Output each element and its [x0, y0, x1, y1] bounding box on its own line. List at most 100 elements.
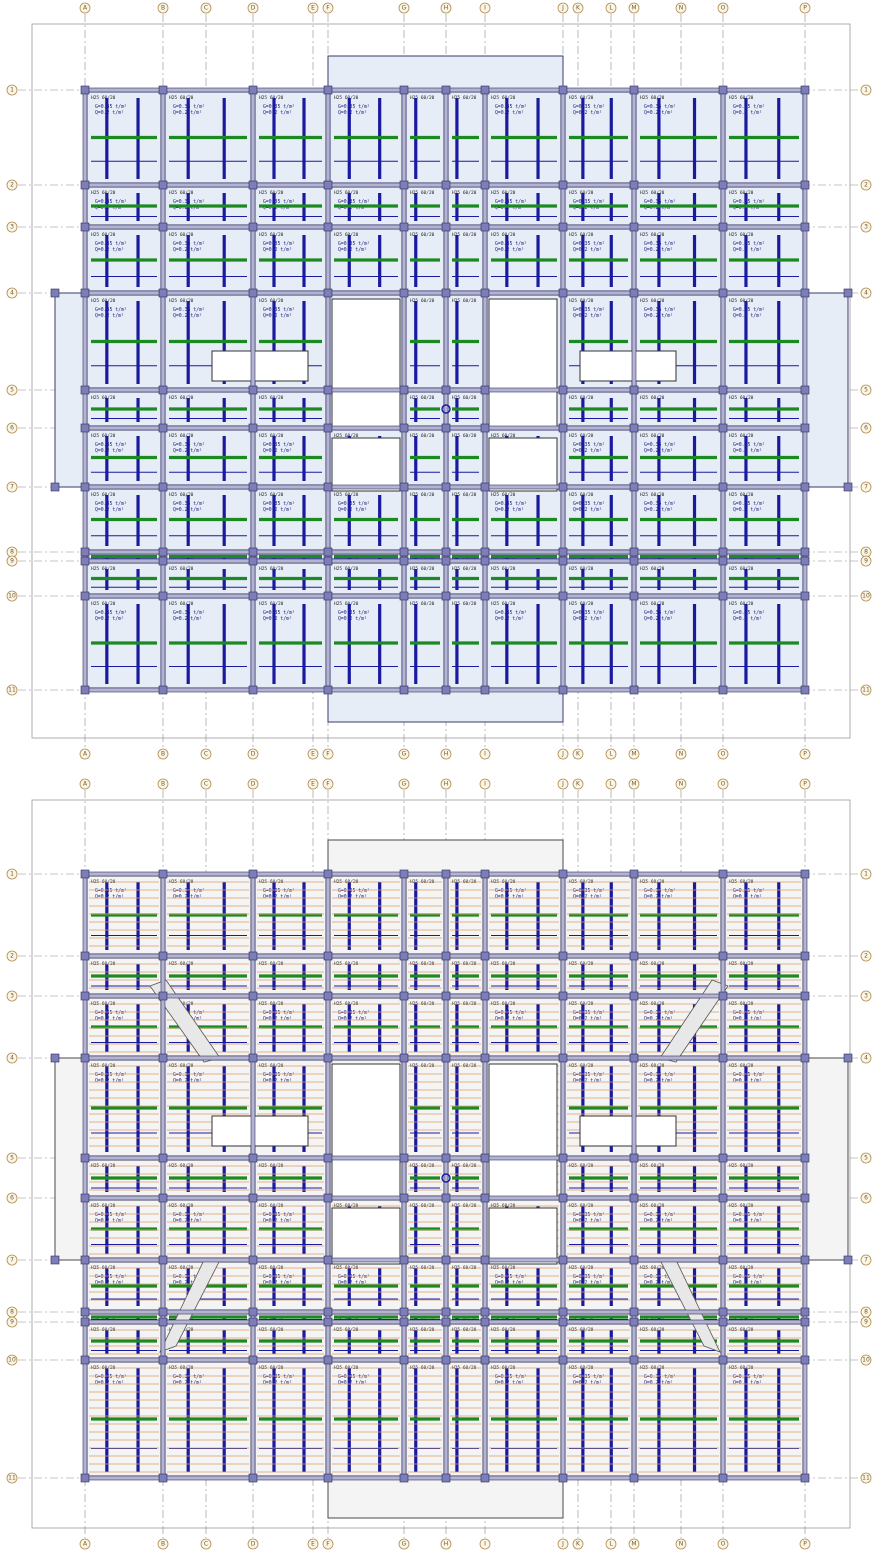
- axis-bubble-label: I: [484, 781, 486, 788]
- load-g-label: G=0.35 t/m²: [573, 1274, 605, 1280]
- load-q-label: Q=0.2 t/m²: [263, 616, 292, 622]
- column: [843, 482, 853, 492]
- load-g-label: G=0.35 t/m²: [495, 888, 527, 894]
- load-g-label: G=0.35 t/m²: [95, 442, 127, 448]
- beam: [720, 873, 726, 1479]
- axis-bubble-J: J: [557, 748, 569, 760]
- load-g-label: G=0.35 t/m²: [263, 1072, 295, 1078]
- column: [629, 85, 639, 95]
- axis-bubble-label: 6: [864, 425, 868, 432]
- axis-bubble-label: A: [83, 781, 88, 788]
- column: [248, 222, 258, 232]
- beam-label: H25 60/20: [640, 601, 665, 607]
- axis-bubble-7: 7: [860, 1254, 872, 1266]
- column: [843, 288, 853, 298]
- load-g-label: G=0.35 t/m²: [495, 104, 527, 110]
- beam-label: H25 60/20: [169, 566, 194, 572]
- axis-bubble-6: 6: [860, 1192, 872, 1204]
- axis-bubble-O: O: [717, 778, 729, 790]
- load-q-label: Q=0.2 t/m²: [495, 1280, 524, 1286]
- drawing-frame: [31, 23, 851, 739]
- column: [323, 1255, 333, 1265]
- axis-bubble-label: J: [561, 1541, 564, 1548]
- axis-bubble-N: N: [675, 748, 687, 760]
- axis-bubble-label: 11: [8, 1475, 16, 1482]
- column: [441, 869, 451, 879]
- column: [629, 869, 639, 879]
- column: [399, 1153, 409, 1163]
- column: [718, 556, 728, 566]
- column: [480, 556, 490, 566]
- axis-bubble-label: 7: [864, 1257, 868, 1264]
- load-g-label: G=0.35 t/m²: [495, 1274, 527, 1280]
- beam-label: H25 60/20: [259, 601, 284, 607]
- axis-bubble-11: 11: [6, 684, 18, 696]
- column: [629, 288, 639, 298]
- column: [558, 1473, 568, 1483]
- column: [629, 180, 639, 190]
- load-q-label: Q=0.2 t/m²: [338, 1016, 367, 1022]
- axis-bubble-6: 6: [860, 422, 872, 434]
- load-q-label: Q=0.2 t/m²: [495, 247, 524, 253]
- column: [480, 1317, 490, 1327]
- load-q-label: Q=0.2 t/m²: [95, 1016, 124, 1022]
- axis-bubble-2: 2: [6, 950, 18, 962]
- axis-bubble-label: H: [444, 751, 449, 758]
- axis-bubble-label: A: [83, 5, 88, 12]
- axis-bubble-label: 10: [862, 593, 870, 600]
- column: [80, 591, 90, 601]
- beam-label: H25 60/20: [91, 95, 116, 101]
- beam-label: H25 60/20: [729, 492, 754, 498]
- column: [323, 991, 333, 1001]
- axis-bubble-label: E: [311, 751, 315, 758]
- axis-bubble-10: 10: [860, 1354, 872, 1366]
- axis-bubble-M: M: [628, 1538, 640, 1550]
- axis-bubble-3: 3: [6, 221, 18, 233]
- axis-bubble-label: 8: [864, 549, 868, 556]
- beam: [160, 873, 166, 1479]
- load-q-label: Q=0.2 t/m²: [573, 1218, 602, 1224]
- axis-bubble-label: M: [631, 1541, 636, 1548]
- axis-bubble-label: 4: [10, 1055, 14, 1062]
- column: [158, 180, 168, 190]
- column: [558, 288, 568, 298]
- axis-bubble-4: 4: [860, 1052, 872, 1064]
- axis-bubble-K: K: [572, 748, 584, 760]
- axis-bubble-D: D: [247, 778, 259, 790]
- axis-bubble-G: G: [398, 778, 410, 790]
- axis-bubble-label: 1: [10, 871, 14, 878]
- column: [80, 685, 90, 695]
- column: [558, 385, 568, 395]
- column: [441, 180, 451, 190]
- column: [800, 951, 810, 961]
- beam-label: H25 60/20: [410, 95, 435, 101]
- column: [80, 1317, 90, 1327]
- column: [800, 547, 810, 557]
- beam-label: H25 60/20: [491, 433, 516, 439]
- axis-bubble-label: 9: [10, 558, 14, 565]
- beam-label: H25 60/20: [491, 566, 516, 572]
- load-g-label: G=0.35 t/m²: [573, 442, 605, 448]
- load-q-label: Q=0.2 t/m²: [573, 1380, 602, 1386]
- column: [323, 288, 333, 298]
- axis-bubble-H: H: [440, 778, 452, 790]
- column: [800, 482, 810, 492]
- column: [800, 1255, 810, 1265]
- beam-label: H25 60/20: [169, 433, 194, 439]
- beam-label: H25 60/20: [169, 190, 194, 196]
- axis-bubble-label: F: [326, 751, 330, 758]
- column: [629, 423, 639, 433]
- load-q-label: Q=0.2 t/m²: [338, 507, 367, 513]
- axis-bubble-label: 7: [864, 484, 868, 491]
- axis-bubble-label: H: [444, 1541, 449, 1548]
- beam-label: H25 60/20: [640, 433, 665, 439]
- load-g-label: G=0.35 t/m²: [573, 199, 605, 205]
- axis-bubble-label: J: [561, 781, 564, 788]
- axis-bubble-7: 7: [860, 481, 872, 493]
- column: [480, 180, 490, 190]
- axis-bubble-5: 5: [860, 384, 872, 396]
- load-q-label: Q=0.2 t/m²: [95, 1078, 124, 1084]
- axis-bubble-11: 11: [860, 684, 872, 696]
- column: [399, 547, 409, 557]
- axis-bubble-label: I: [484, 1541, 486, 1548]
